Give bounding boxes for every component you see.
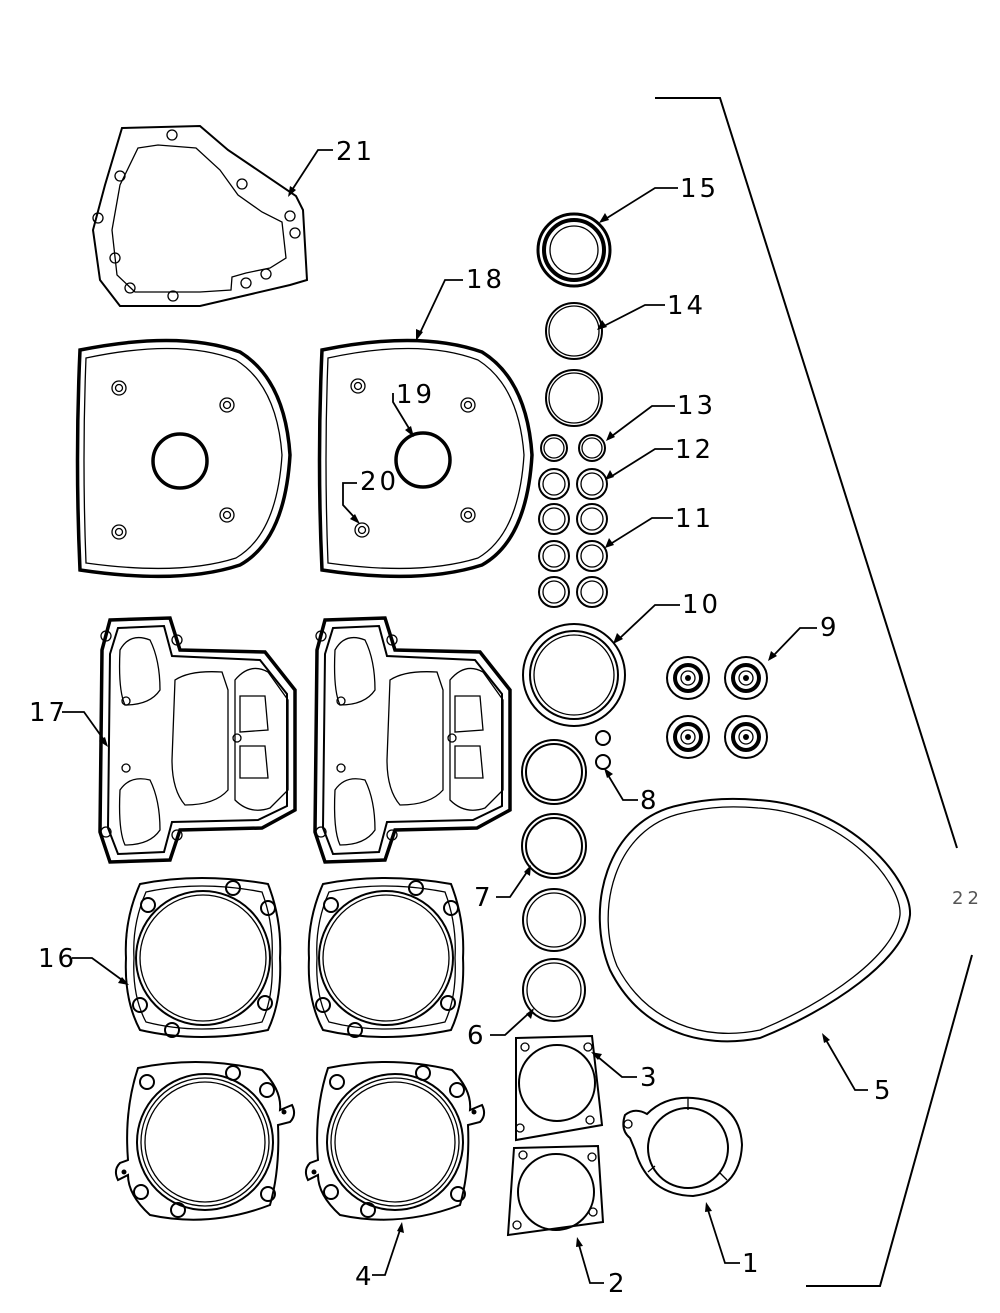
part-21-bolt-holes: [92, 129, 301, 302]
part-16-head-gasket-left: [124, 877, 282, 1038]
callout-1: 1: [742, 1249, 762, 1279]
part-10-seal-ring: [522, 623, 626, 727]
callout-16: 16: [38, 944, 77, 974]
part-3-flange-gasket: [515, 1034, 604, 1142]
callout-14: 14: [667, 291, 706, 321]
callout-10: 10: [682, 590, 721, 620]
callout-17: 17: [29, 698, 68, 728]
callout-3: 3: [640, 1063, 660, 1093]
callout-13: 13: [677, 391, 716, 421]
part-5-large-seal: [598, 797, 912, 1043]
o-rings-column: [538, 302, 608, 608]
part-19-o-ring: [394, 431, 452, 489]
leader-lines: [62, 149, 868, 1284]
part-17-gasket-right: [313, 616, 512, 864]
part-16-head-gasket-right: [307, 877, 465, 1038]
callout-2: 2: [608, 1269, 628, 1299]
callout-22: 22: [952, 888, 983, 909]
callout-19: 19: [396, 380, 435, 410]
callout-4: 4: [355, 1262, 375, 1292]
part-18-gasket-right: [317, 338, 534, 579]
callout-8: 8: [640, 786, 660, 816]
callout-11: 11: [675, 504, 714, 534]
parts-6-7-rings: [521, 739, 587, 1022]
part-4-base-gasket-right: [304, 1061, 486, 1221]
part-4-base-gasket-left: [114, 1061, 296, 1221]
callout-18: 18: [466, 265, 505, 295]
part-8-small-rings: [595, 730, 611, 770]
callout-labels: 21 18 19 20 15 14 13 12 11 10 9 8 7 6 5 …: [29, 137, 983, 1299]
part-2-flange-gasket: [506, 1144, 605, 1237]
part-18-gasket-left: [75, 338, 292, 579]
callout-9: 9: [820, 613, 840, 643]
callout-7: 7: [474, 883, 494, 913]
kit-bracket: [655, 97, 973, 1287]
part-9-valve-seals: [666, 656, 768, 759]
callout-20: 20: [360, 467, 399, 497]
callout-12: 12: [675, 435, 714, 465]
callout-6: 6: [467, 1021, 487, 1051]
part-21-gear-cover-gasket: [91, 124, 309, 307]
callout-21: 21: [336, 137, 375, 167]
callout-15: 15: [680, 174, 719, 204]
part-17-gasket-left: [98, 616, 297, 864]
part-15-seal: [536, 212, 612, 288]
part-1-ring-gasket: [622, 1096, 744, 1198]
callout-5: 5: [874, 1076, 894, 1106]
